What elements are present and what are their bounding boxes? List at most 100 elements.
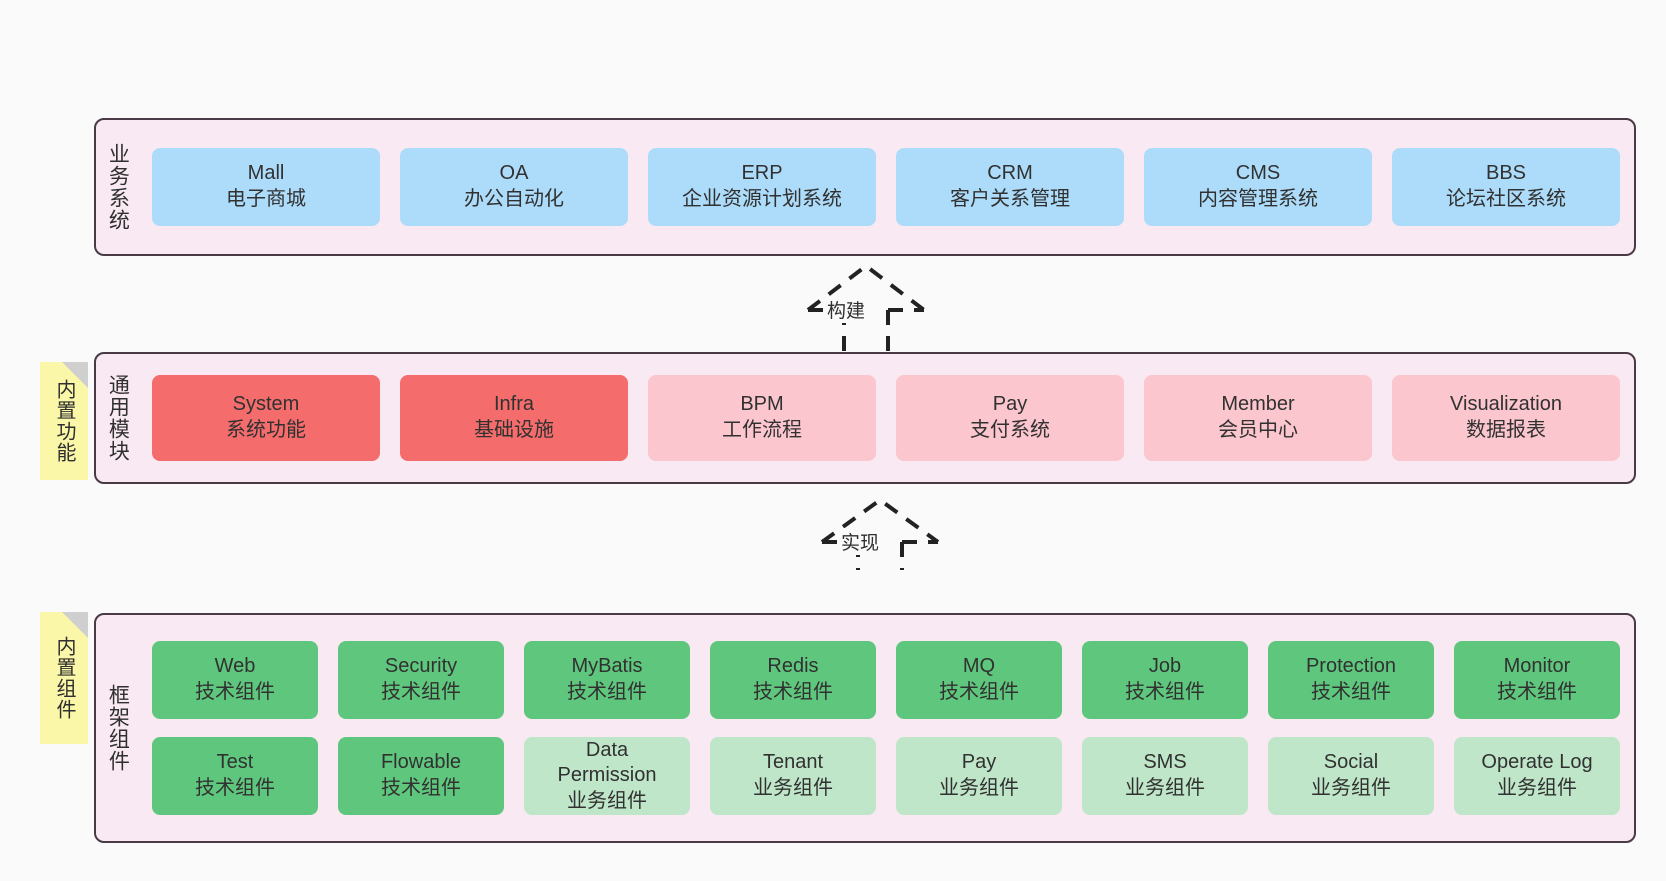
card-title: Social bbox=[1323, 751, 1379, 774]
card-subtitle: 业务组件 bbox=[939, 777, 1019, 799]
card-title: Member bbox=[1221, 393, 1295, 416]
card-tenant[interactable]: Tenant 业务组件 bbox=[710, 737, 876, 815]
card-crm[interactable]: CRM 客户关系管理 bbox=[896, 148, 1124, 226]
card-data-permission[interactable]: Data Permission 业务组件 bbox=[524, 737, 690, 815]
card-title: Tenant bbox=[762, 751, 824, 774]
card-title: Redis bbox=[767, 655, 819, 678]
card-subtitle: 技术组件 bbox=[381, 681, 461, 703]
card-redis[interactable]: Redis 技术组件 bbox=[710, 641, 876, 719]
card-title: SMS bbox=[1143, 751, 1187, 774]
page-fold-icon bbox=[62, 362, 88, 388]
card-title: Operate Log bbox=[1481, 751, 1593, 774]
card-title: Monitor bbox=[1503, 655, 1571, 678]
layer-caption-common-module: 通用模块 bbox=[106, 374, 130, 462]
card-subtitle: 技术组件 bbox=[381, 777, 461, 799]
sticky-note-builtin-features: 内置功能 bbox=[40, 362, 88, 480]
card-row-common-module: System 系统功能 Infra 基础设施 BPM 工作流程 Pay 支付系统… bbox=[152, 375, 1620, 461]
card-row-tech-components: Web 技术组件 Security 技术组件 MyBatis 技术组件 Redi… bbox=[152, 641, 1620, 719]
layer-body-common-module: System 系统功能 Infra 基础设施 BPM 工作流程 Pay 支付系统… bbox=[138, 354, 1634, 482]
card-subtitle: 基础设施 bbox=[474, 419, 554, 441]
card-oa[interactable]: OA 办公自动化 bbox=[400, 148, 628, 226]
card-title: Pay bbox=[961, 751, 997, 774]
sticky-note-label: 内置组件 bbox=[53, 636, 75, 720]
card-mall[interactable]: Mall 电子商城 bbox=[152, 148, 380, 226]
card-subtitle: 企业资源计划系统 bbox=[682, 188, 842, 210]
sticky-note-builtin-components: 内置组件 bbox=[40, 612, 88, 744]
card-job[interactable]: Job 技术组件 bbox=[1082, 641, 1248, 719]
connector-implement: 实现 bbox=[804, 492, 956, 572]
card-title: BBS bbox=[1485, 162, 1527, 185]
card-row-business-system: Mall 电子商城 OA 办公自动化 ERP 企业资源计划系统 CRM 客户关系… bbox=[152, 148, 1620, 226]
layer-body-framework-component: Web 技术组件 Security 技术组件 MyBatis 技术组件 Redi… bbox=[138, 615, 1634, 841]
layer-framework-component: 框架组件 Web 技术组件 Security 技术组件 MyBatis 技术组件… bbox=[94, 613, 1636, 843]
card-title: Infra bbox=[493, 393, 535, 416]
card-subtitle: 电子商城 bbox=[226, 188, 306, 210]
card-title: MQ bbox=[962, 655, 996, 678]
card-subtitle: 工作流程 bbox=[722, 419, 802, 441]
card-social[interactable]: Social 业务组件 bbox=[1268, 737, 1434, 815]
card-subtitle: 技术组件 bbox=[753, 681, 833, 703]
card-erp[interactable]: ERP 企业资源计划系统 bbox=[648, 148, 876, 226]
card-subtitle: 技术组件 bbox=[195, 777, 275, 799]
card-title: Protection bbox=[1305, 655, 1397, 678]
card-pay-module[interactable]: Pay 支付系统 bbox=[896, 375, 1124, 461]
card-title: Pay bbox=[992, 393, 1028, 416]
card-visualization[interactable]: Visualization 数据报表 bbox=[1392, 375, 1620, 461]
card-member[interactable]: Member 会员中心 bbox=[1144, 375, 1372, 461]
card-row-biz-components: Test 技术组件 Flowable 技术组件 Data Permission … bbox=[152, 737, 1620, 815]
card-monitor[interactable]: Monitor 技术组件 bbox=[1454, 641, 1620, 719]
card-subtitle: 数据报表 bbox=[1466, 419, 1546, 441]
card-subtitle: 会员中心 bbox=[1218, 419, 1298, 441]
card-subtitle: 技术组件 bbox=[1311, 681, 1391, 703]
card-subtitle: 业务组件 bbox=[1497, 777, 1577, 799]
card-test[interactable]: Test 技术组件 bbox=[152, 737, 318, 815]
connector-implement-label: 实现 bbox=[838, 528, 883, 555]
card-infra[interactable]: Infra 基础设施 bbox=[400, 375, 628, 461]
connector-build: 构建 bbox=[790, 258, 942, 354]
sticky-note-label: 内置功能 bbox=[53, 379, 75, 463]
card-title: OA bbox=[499, 162, 529, 185]
card-operate-log[interactable]: Operate Log 业务组件 bbox=[1454, 737, 1620, 815]
card-protection[interactable]: Protection 技术组件 bbox=[1268, 641, 1434, 719]
card-subtitle: 业务组件 bbox=[1311, 777, 1391, 799]
card-title: CMS bbox=[1235, 162, 1281, 185]
card-subtitle: 技术组件 bbox=[567, 681, 647, 703]
connector-build-label: 构建 bbox=[824, 296, 869, 323]
card-subtitle: 客户关系管理 bbox=[950, 188, 1070, 210]
card-mybatis[interactable]: MyBatis 技术组件 bbox=[524, 641, 690, 719]
card-system[interactable]: System 系统功能 bbox=[152, 375, 380, 461]
layer-caption-business-system: 业务系统 bbox=[106, 143, 130, 231]
card-title: CRM bbox=[987, 162, 1033, 185]
card-subtitle: 办公自动化 bbox=[464, 188, 564, 210]
card-title: MyBatis bbox=[571, 655, 643, 678]
card-bpm[interactable]: BPM 工作流程 bbox=[648, 375, 876, 461]
card-web[interactable]: Web 技术组件 bbox=[152, 641, 318, 719]
card-bbs[interactable]: BBS 论坛社区系统 bbox=[1392, 148, 1620, 226]
card-sms[interactable]: SMS 业务组件 bbox=[1082, 737, 1248, 815]
card-title: Visualization bbox=[1450, 393, 1562, 416]
card-title: Mall bbox=[247, 162, 285, 185]
layer-caption-framework-component: 框架组件 bbox=[106, 684, 130, 772]
card-subtitle: 业务组件 bbox=[1125, 777, 1205, 799]
card-cms[interactable]: CMS 内容管理系统 bbox=[1144, 148, 1372, 226]
page-fold-icon bbox=[62, 612, 88, 638]
card-flowable[interactable]: Flowable 技术组件 bbox=[338, 737, 504, 815]
card-title: Job bbox=[1148, 655, 1182, 678]
layer-body-business-system: Mall 电子商城 OA 办公自动化 ERP 企业资源计划系统 CRM 客户关系… bbox=[138, 120, 1634, 254]
card-subtitle: 支付系统 bbox=[970, 419, 1050, 441]
card-subtitle: 技术组件 bbox=[195, 681, 275, 703]
card-title: ERP bbox=[741, 162, 783, 185]
card-subtitle: 技术组件 bbox=[939, 681, 1019, 703]
card-title: Test bbox=[216, 751, 254, 774]
card-subtitle: 业务组件 bbox=[567, 789, 647, 812]
card-subtitle: 论坛社区系统 bbox=[1446, 188, 1566, 210]
card-title: System bbox=[232, 393, 300, 416]
card-mq[interactable]: MQ 技术组件 bbox=[896, 641, 1062, 719]
card-title: Flowable bbox=[380, 751, 462, 774]
card-title: Security bbox=[384, 655, 458, 678]
card-pay-component[interactable]: Pay 业务组件 bbox=[896, 737, 1062, 815]
layer-common-module: 通用模块 System 系统功能 Infra 基础设施 BPM 工作流程 Pay… bbox=[94, 352, 1636, 484]
card-subtitle: 系统功能 bbox=[226, 419, 306, 441]
card-subtitle: 技术组件 bbox=[1125, 681, 1205, 703]
card-security[interactable]: Security 技术组件 bbox=[338, 641, 504, 719]
